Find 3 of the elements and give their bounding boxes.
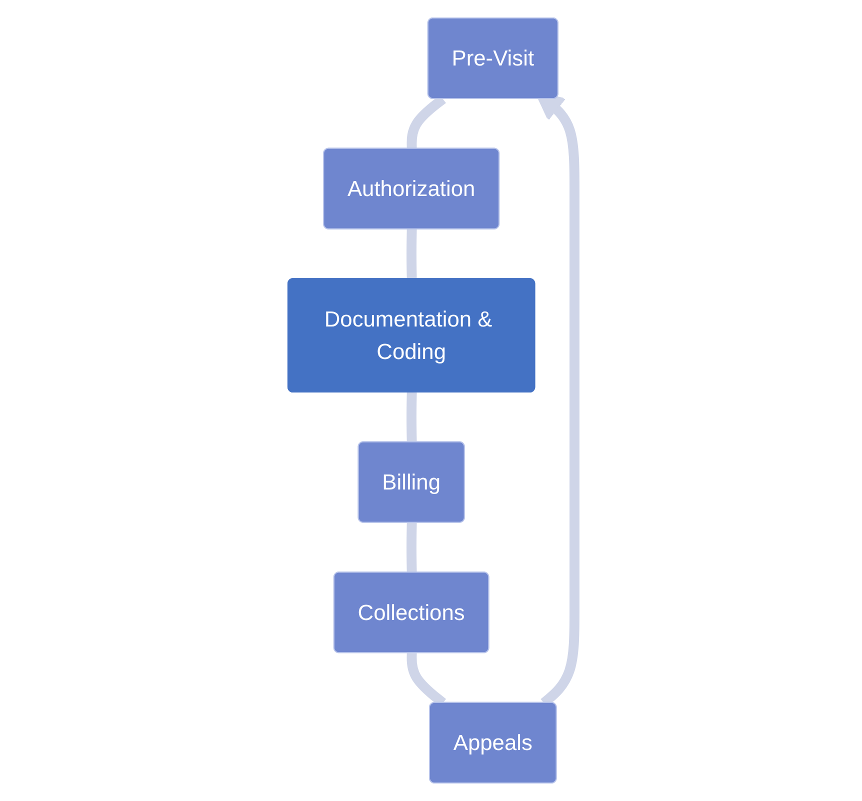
connector	[406, 522, 417, 574]
connector	[406, 392, 417, 444]
connector	[406, 228, 417, 280]
